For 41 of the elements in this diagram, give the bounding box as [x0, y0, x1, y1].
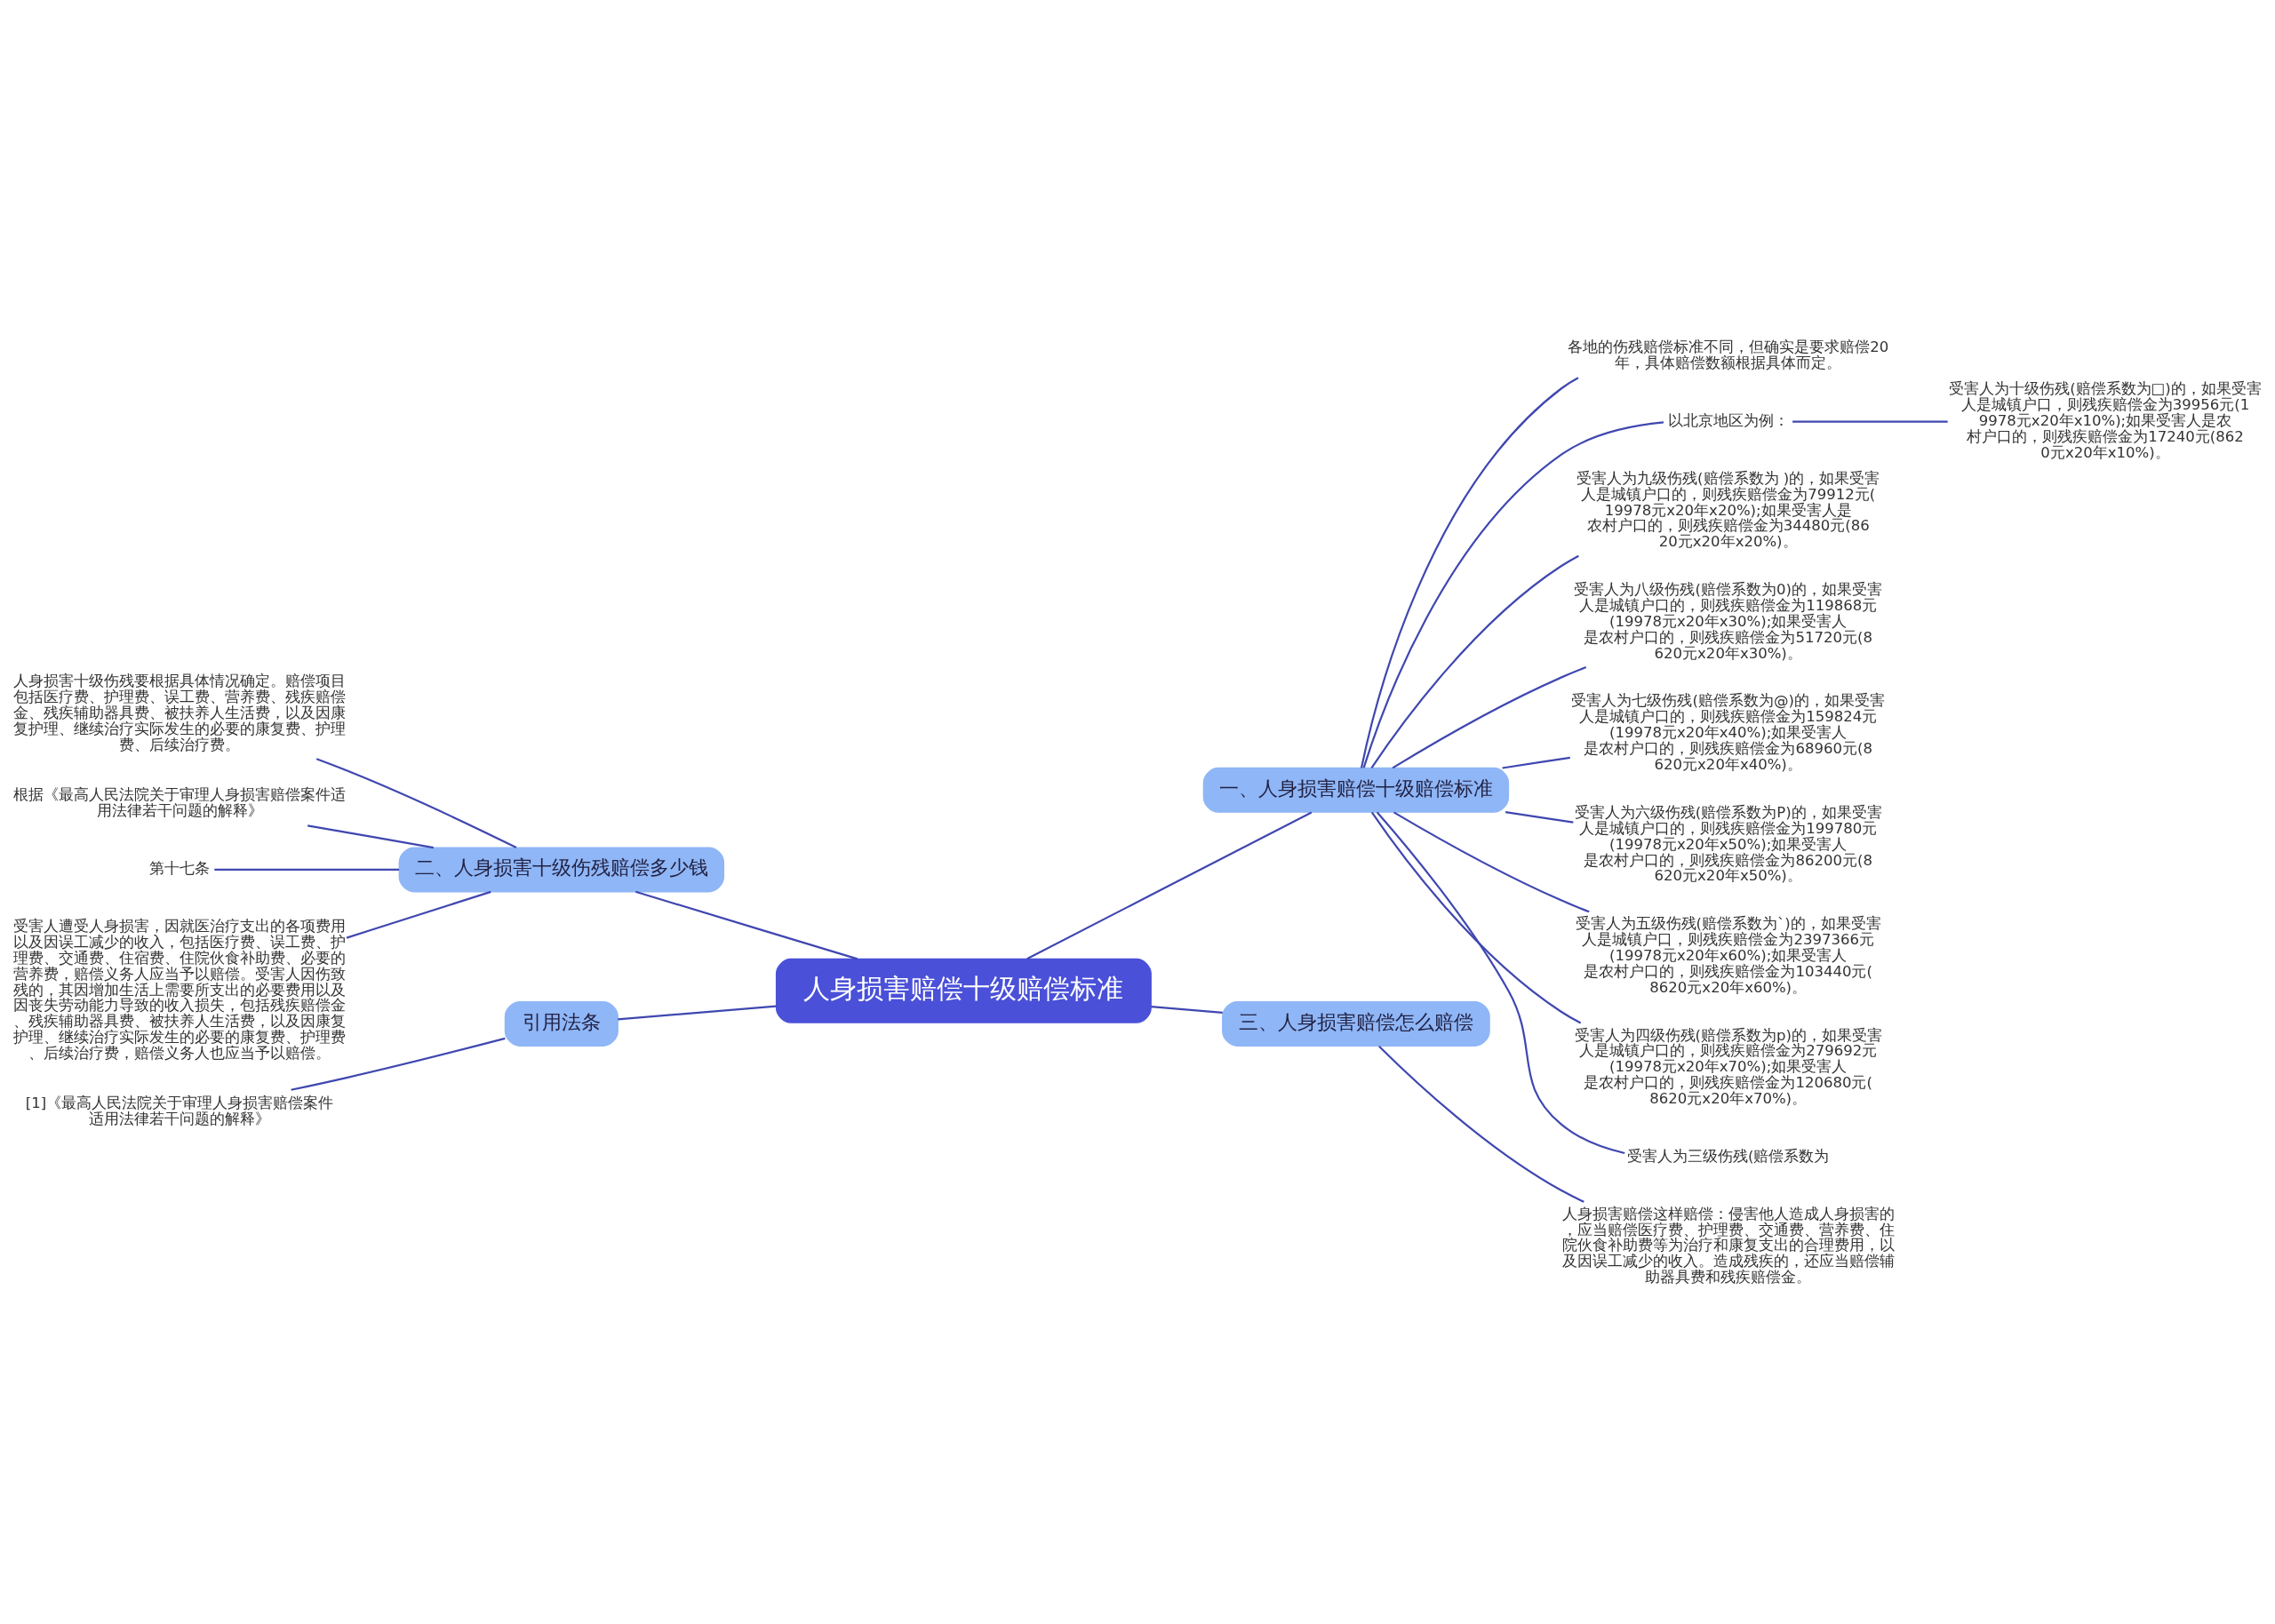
connector [315, 757, 517, 848]
node-text: 受害人为八级伤残(赔偿系数为0)的，如果受害人是城镇户口的，则残疾赔偿金为119868元(19978元x20年x30%);如果受害人是农村户口的，则残疾赔偿金为51720元(8620元x20年x30%)。 [1574, 580, 1882, 662]
node-box: 引用法条 [504, 1000, 619, 1047]
node-box: 人身损害赔偿十级赔偿标准 [775, 958, 1152, 1023]
connector [1376, 811, 1625, 1154]
connector [1502, 756, 1570, 769]
node-text: 人身损害十级伤残要根据具体情况确定。赔偿项目包括医疗费、护理费、误工费、营养费、残疾赔偿金、残疾辅助器具费、被扶养人生活费，以及因康复护理、继续治疗实际发生的必要的康复费、护理费、后续治疗费。 [13, 672, 347, 753]
node-box: 二、人身损害十级伤残赔偿多少钱 [398, 846, 725, 892]
node-text: 受害人为十级伤残(赔偿系数为□)的，如果受害人是城镇户口，则残疾赔偿金为39956元(19978元x20年x10%);如果受害人是农村户口的，则残疾赔偿金为17240元(8620元x20年x10%)。 [1949, 379, 2262, 461]
connector [1026, 810, 1313, 959]
node-box: 三、人身损害赔偿怎么赔偿 [1222, 1000, 1490, 1047]
connector [1392, 665, 1587, 768]
connector [1360, 376, 1579, 768]
node-text: 以北京地区为例： [1667, 411, 1789, 429]
node-text: [1]《最高人民法院关于审理人身损害赔偿案件适用法律若干问题的解释》 [25, 1094, 334, 1127]
connector [1505, 810, 1574, 824]
node-text: 受害人为三级伤残(赔偿系数为 [1626, 1147, 1830, 1165]
node-text: 根据《最高人民法院关于审理人身损害赔偿案件适用法律若干问题的解释》 [13, 785, 347, 819]
node-text: 受害人为六级伤残(赔偿系数为P)的，如果受害人是城镇户口的，则残疾赔偿金为199780元(19978元x20年x50%);如果受害人是农村户口的，则残疾赔偿金为86200元(8620元x20年x50%)。 [1574, 803, 1882, 884]
node-text: 受害人为五级伤残(赔偿系数为`)的，如果受害人是城镇户口，则残疾赔偿金为2397366元(19978元x20年x60%);如果受害人是农村户口的，则残疾赔偿金为103440元(8620元x20年x60%)。 [1575, 914, 1881, 996]
connector [1362, 420, 1664, 768]
node-text: 受害人为四级伤残(赔偿系数为p)的，如果受害人是城镇户口的，则残疾赔偿金为279692元(19978元x20年x70%);如果受害人是农村户口的，则残疾赔偿金为120680元(8620元x20年x70%)。 [1574, 1026, 1882, 1107]
connector [291, 1037, 506, 1091]
connector [618, 1005, 777, 1020]
connector [214, 868, 400, 871]
node-text: 受害人为七级伤残(赔偿系数为@)的，如果受害人是城镇户口的，则残疾赔偿金为159824元(19978元x20年x40%);如果受害人是农村户口的，则残疾赔偿金为68960元(8620元x20年x40%)。 [1571, 691, 1885, 773]
connector [1792, 420, 1948, 423]
connector [1393, 810, 1590, 912]
connector [635, 890, 858, 959]
node-box: 一、人身损害赔偿十级赔偿标准 [1202, 767, 1510, 813]
connector [1151, 1005, 1223, 1014]
connector [307, 824, 434, 848]
node-text: 第十七条 [149, 859, 211, 877]
connector [1378, 1045, 1585, 1203]
node-text: 受害人遭受人身损害，因就医治疗支出的各项费用以及因误工减少的收入，包括医疗费、误工费、护理费、交通费、住宿费、住院伙食补助费、必要的营养费，赔偿义务人应当予以赔偿。受害人因伤致残的，其因增加生活上需要所支出的必要费用以及因丧失劳动能力导致的收入损失，包括残疾赔偿金、残疾辅助器具费、被扶养人生活费，以及因康复护理、继续治疗实际发生的必要的康复费、护理费、后续治疗费，赔偿义务人也应当予以赔偿。 [13, 917, 347, 1062]
node-text: 人身损害赔偿这样赔偿：侵害他人造成人身损害的，应当赔偿医疗费、护理费、交通费、营养费、住院伙食补助费等为治疗和康复支出的合理费用，以及因误工减少的收入。造成残疾的，还应当赔偿辅助器具费和残疾赔偿金。 [1561, 1205, 1895, 1286]
node-text: 各地的伤残赔偿标准不同，但确实是要求赔偿20年，具体赔偿数额根据具体而定。 [1568, 338, 1889, 371]
node-text: 受害人为九级伤残(赔偿系数为 )的，如果受害人是城镇户口的，则残疾赔偿金为79912元(19978元x20年x20%);如果受害人是农村户口的，则残疾赔偿金为34480元(8620元x20年x20%)。 [1577, 469, 1880, 550]
connector [1370, 554, 1579, 768]
connector [1370, 811, 1582, 1024]
connector [346, 890, 491, 939]
